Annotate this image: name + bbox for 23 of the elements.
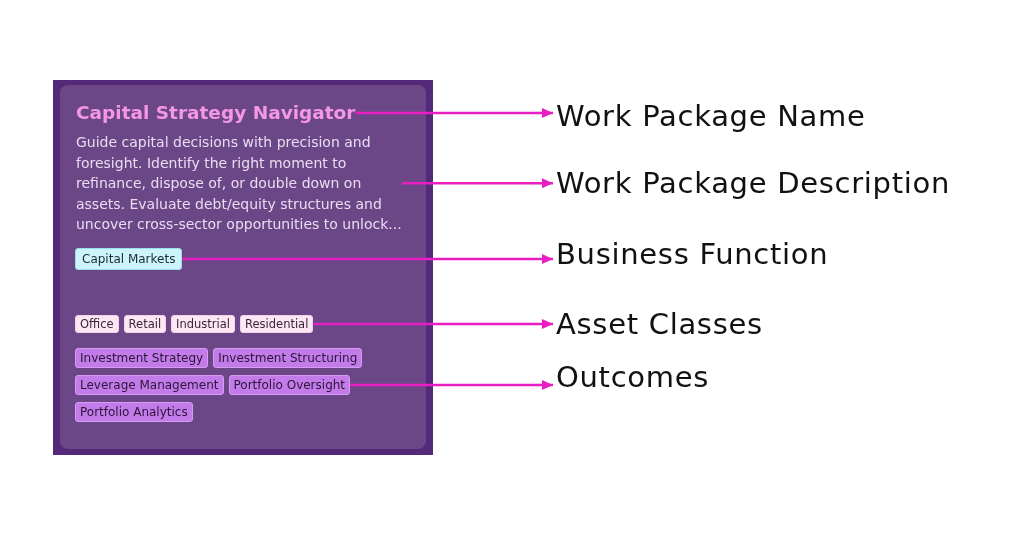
callout-label: Work Package Description [556,166,951,200]
asset-class-tag: Industrial [171,315,235,333]
callout-label: Outcomes [556,360,710,394]
business-function-tag: Capital Markets [75,248,183,270]
leader-arrow [402,178,553,189]
outcome-tag: Investment Structuring [213,348,363,368]
callout-label: Asset Classes [556,307,763,341]
outcome-tag: Portfolio Analytics [75,402,193,422]
leader-arrow [350,380,553,390]
card-panel [53,80,433,455]
callout-label: Work Package Name [556,99,866,133]
asset-class-tag: Residential [240,315,314,333]
asset-class-tag: Retail [123,315,167,333]
leader-arrow [313,319,553,329]
card-description: Guide capital decisions with precision and foresight. Identify the right moment to refinance, dispose of, or double down on assets. Evaluate debt/equity structures and uncover cross-sector opportunities to unlock... [76,132,402,235]
outcome-tag: Leverage Management [75,375,224,395]
outcome-tag: Investment Strategy [75,348,209,368]
asset-class-tag: Office [75,315,119,333]
leader-arrow [355,108,553,118]
leader-arrow [182,254,553,264]
callout-label: Business Function [556,237,829,271]
card-title: Capital Strategy Navigator [76,102,356,124]
outcome-tag: Portfolio Oversight [228,375,351,395]
